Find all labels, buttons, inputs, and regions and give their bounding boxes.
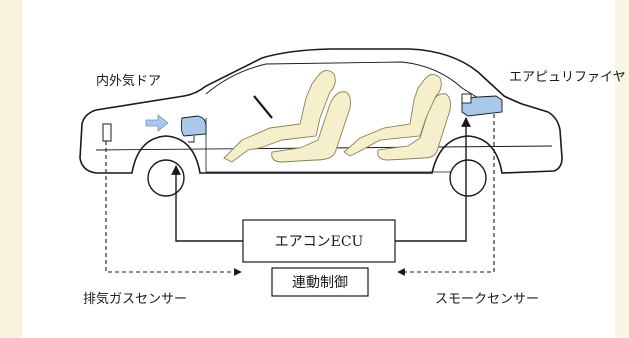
- front-wheel: [147, 159, 185, 197]
- intake-air-arrow-icon: [145, 114, 169, 132]
- smoke-sensor-unit: [461, 93, 472, 104]
- left-margin-band: [0, 0, 22, 338]
- exhaust-gas-sensor: [102, 123, 112, 142]
- linked-control-box-label: 連動制御: [292, 275, 348, 291]
- exhaust-sensor-label: 排気ガスセンサー: [83, 292, 188, 307]
- rear-wheel: [449, 159, 487, 197]
- smoke-sensor-label: スモークセンサー: [435, 292, 540, 307]
- ecu-box-label: エアコンECU: [274, 234, 364, 250]
- rear-seat: [377, 93, 451, 161]
- driver-figure: [223, 70, 336, 163]
- steering-wheel: [253, 95, 273, 119]
- rear-passenger-figure: [343, 74, 442, 157]
- ecu-to-recirc-door-line: [171, 165, 243, 242]
- exhaust-sensor-signal-line: [105, 141, 242, 276]
- front-seat: [271, 91, 351, 163]
- smoke-sensor-signal-line: [397, 114, 495, 276]
- ecu-to-air-purifier-line: [395, 117, 471, 242]
- right-margin-band: [615, 0, 629, 338]
- recirc-door-unit: [180, 115, 207, 137]
- recirc-door-stem: [188, 136, 195, 143]
- recirc-door-label: 内外気ドア: [96, 74, 162, 89]
- car-cabin-line: [205, 61, 489, 105]
- air-purifier-unit: [461, 95, 503, 117]
- linked-control-box: [271, 267, 369, 297]
- air-purifier-label: エアピュリファイヤ: [509, 70, 626, 85]
- ecu-box: [242, 219, 396, 263]
